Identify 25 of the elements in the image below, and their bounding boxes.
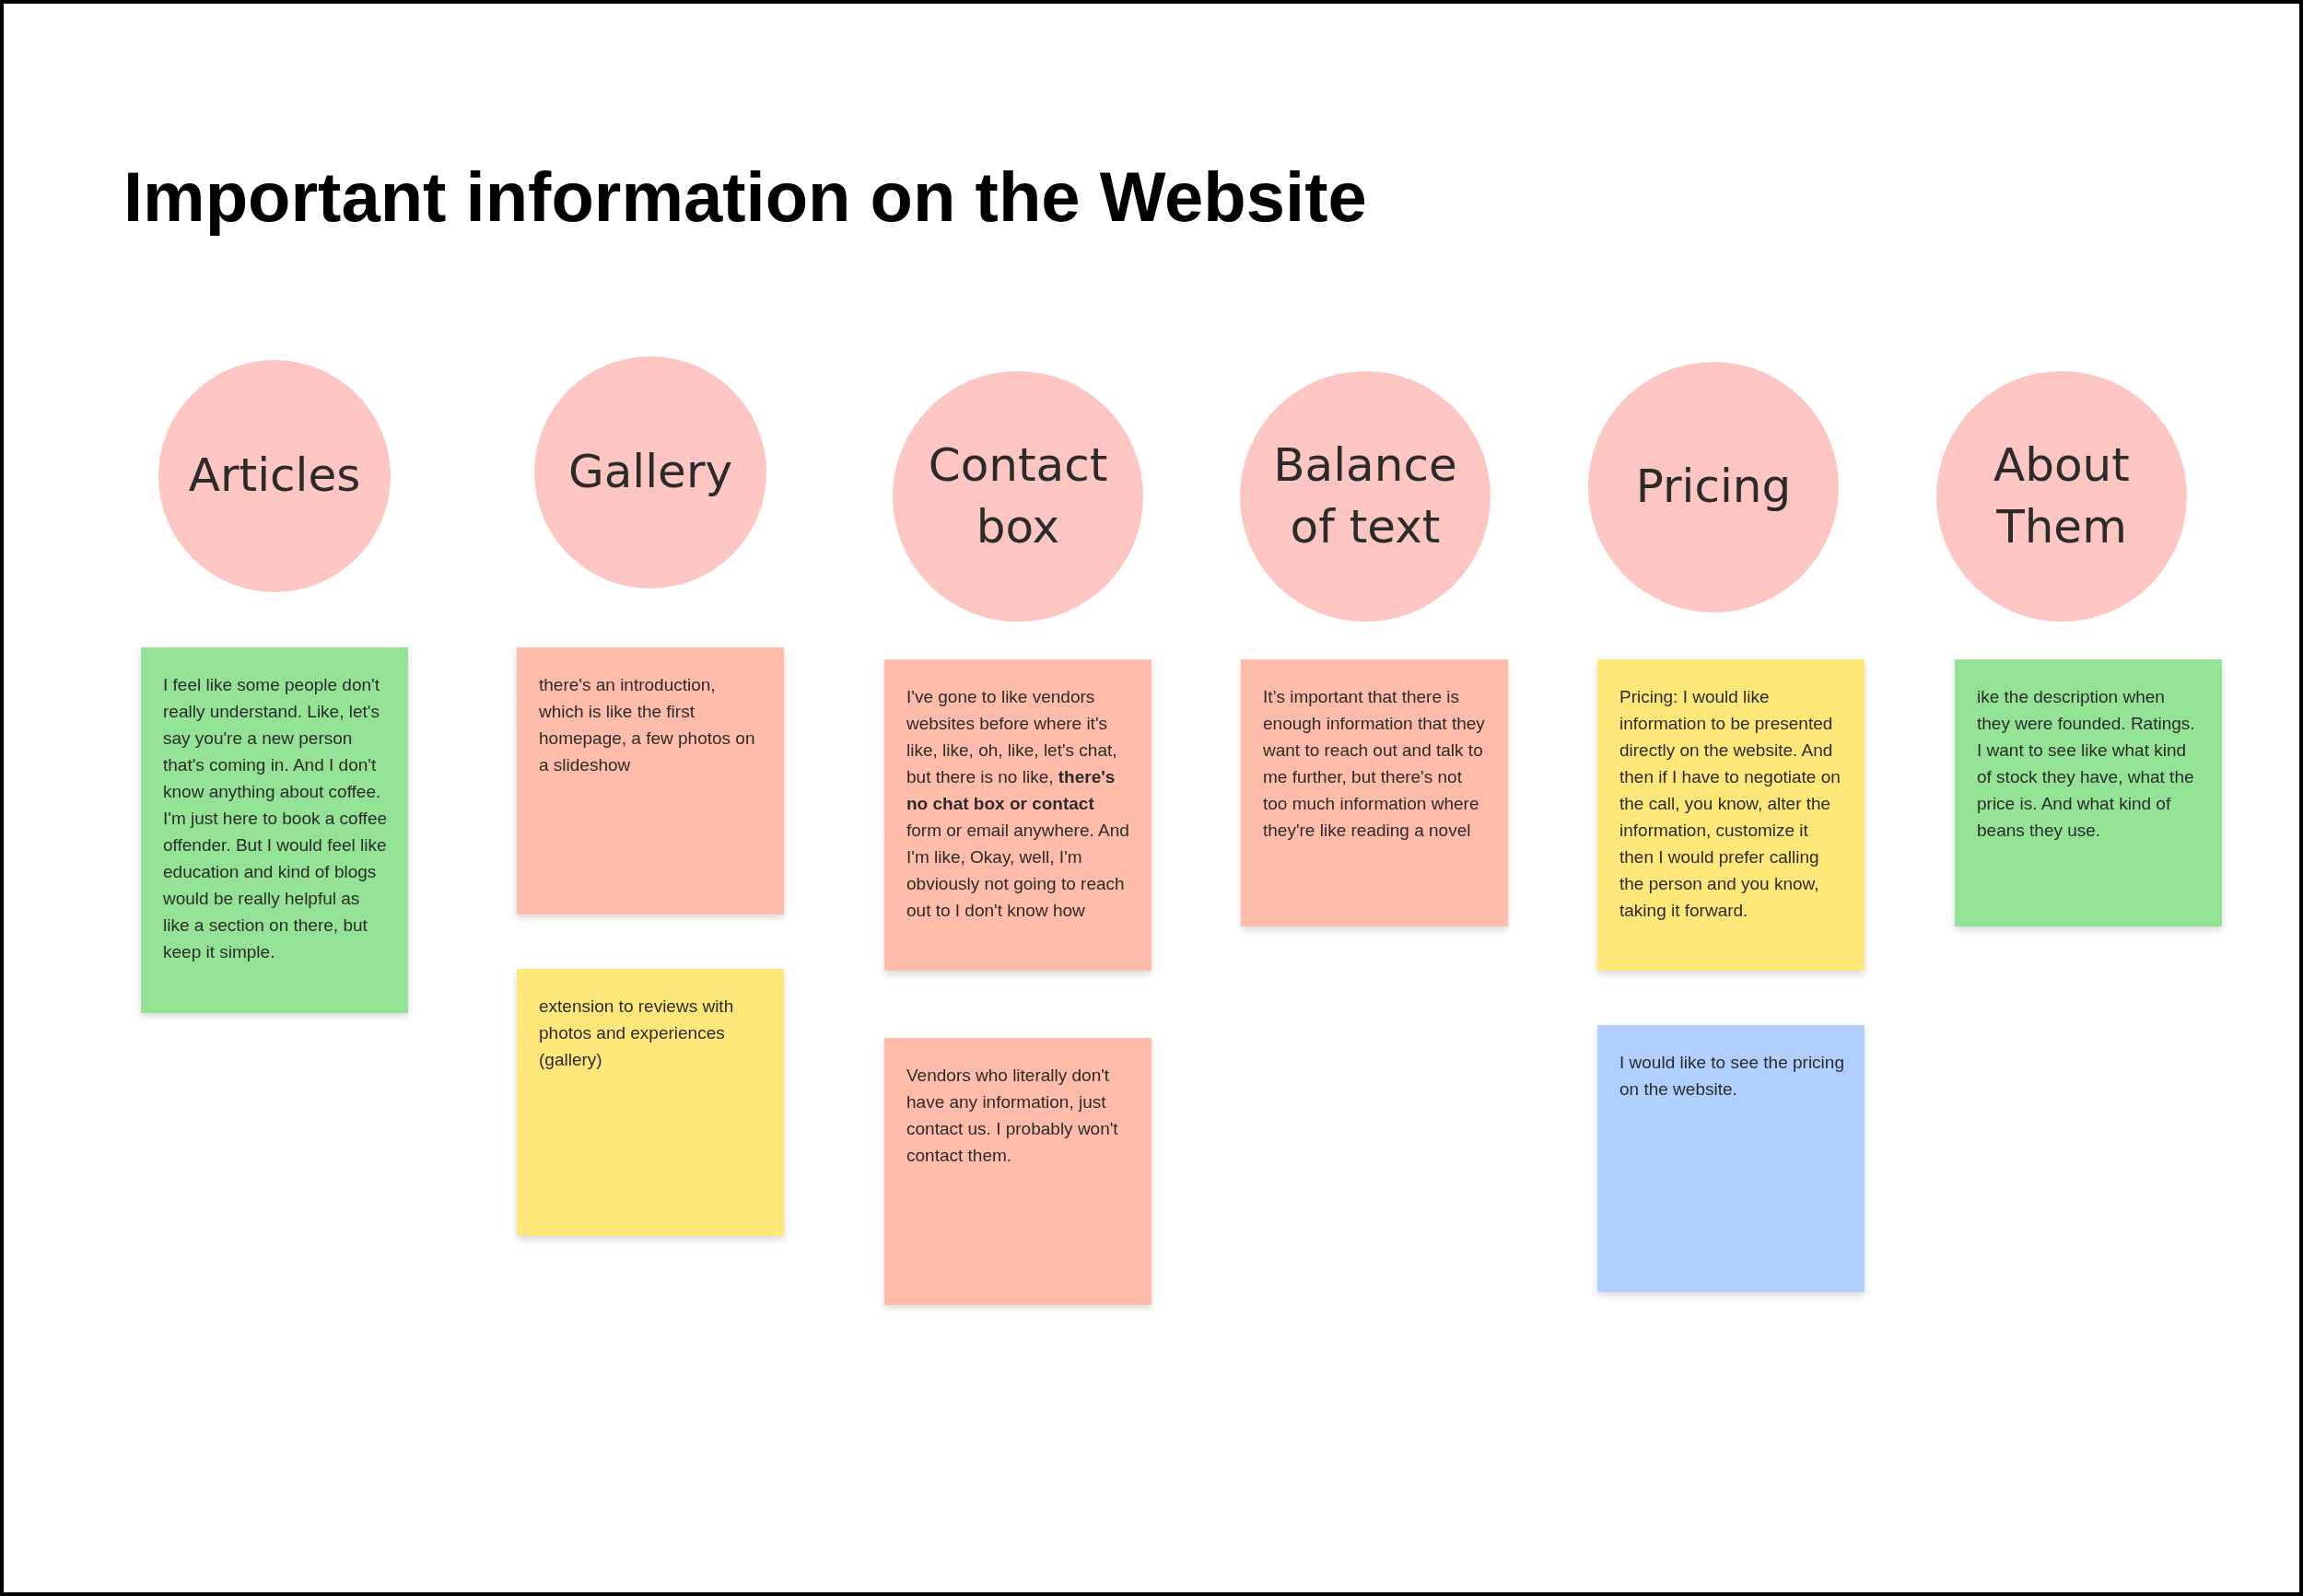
note-text: ike the description when they were founded. Ratings. I want to see like what kind of stock they have, what the price is. And what kind of beans they use. — [1977, 686, 2196, 842]
note-text: Vendors who literally don't have any information, just contact us. I probably won't contact them. — [906, 1065, 1119, 1167]
topic-label: Articles — [187, 448, 362, 505]
title: Important information on the Website — [123, 157, 1367, 237]
sticky-note — [884, 659, 1152, 971]
sticky-note — [1955, 659, 2222, 926]
topic-label: About Them — [1993, 437, 2131, 555]
note-text: I've gone to like vendors websites before where it's like, like, oh, like, let's chat, but there is no like, there's no chat box or contact form or email anywhere. And I'm like, Okay, well, I'm obviously not going to reach out to I don't know how — [906, 686, 1130, 922]
sticky-note — [517, 647, 784, 914]
topic-label: Pricing — [1634, 459, 1793, 516]
topic-label: Gallery — [567, 444, 734, 501]
note-text: there's an introduction, which is like the first homepage, a few photos on a slideshow — [539, 674, 756, 776]
note-text: It’s important that there is enough information that they want to reach out and talk to me further, but there's not too much information where they're like reading a novel — [1263, 686, 1486, 842]
note-text: I would like to see the pricing on the website. — [1619, 1052, 1844, 1101]
topic-label: Balance of text — [1272, 437, 1458, 555]
note-text: extension to reviews with photos and experiences (gallery) — [539, 996, 735, 1071]
sticky-note — [1597, 1025, 1865, 1292]
sticky-note — [141, 647, 408, 1013]
sticky-note — [1597, 659, 1865, 971]
topic-label: Contact box — [927, 437, 1109, 555]
sticky-note — [884, 1038, 1152, 1305]
note-text: I feel like some people don't really understand. Like, let's say you're a new person that's coming in. And I don't know anything about coffee. I'm just here to book a coffee offender. But I would feel like education and kind of blogs would be really helpful as like a section on there, but keep it simple. — [163, 674, 388, 963]
sticky-note — [1241, 659, 1508, 926]
note-text: Pricing: I would like information to be presented directly on the website. And then if I have to negotiate on the call, you know, alter the information, customize it then I would prefer calling the person and you know, taking it forward. — [1619, 686, 1841, 922]
sticky-note — [517, 969, 784, 1236]
